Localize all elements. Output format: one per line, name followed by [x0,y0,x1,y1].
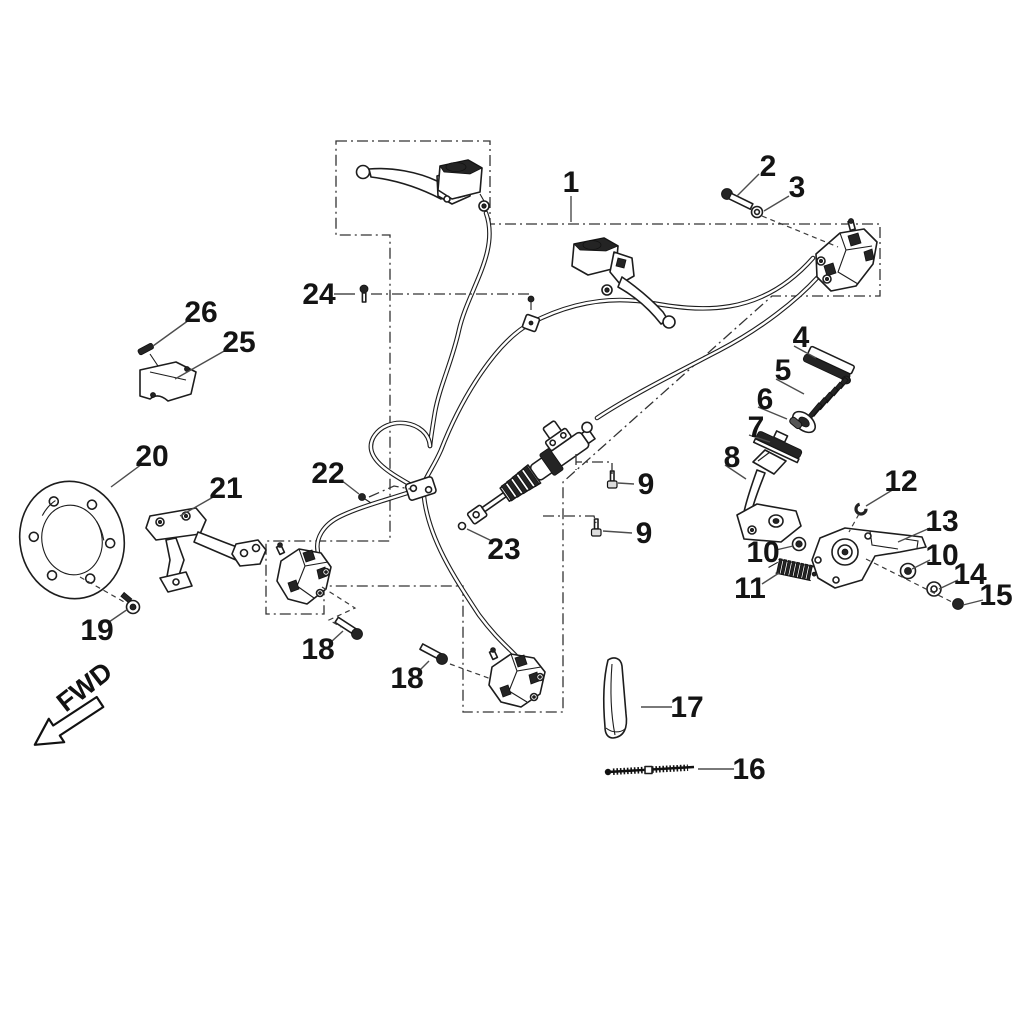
disc-bolt [120,591,141,615]
callout-17: 17 [670,691,703,724]
rear-brake-lever-assembly [571,237,676,329]
grommet [457,521,467,531]
callout-4: 4 [793,321,810,354]
bolt-small [952,598,964,610]
callout-21: 21 [209,472,242,505]
guide-plate-bolt [137,342,154,356]
bleed-screw [358,493,372,504]
callout-3: 3 [789,171,806,204]
banjo-bolt [721,188,754,211]
explode-alignment-lines [79,215,955,680]
callout-16: 16 [732,753,765,786]
callout-9b: 9 [636,517,653,550]
callout-11: 11 [734,572,766,605]
assembly-boundary [265,140,881,713]
front-brake-caliper [815,218,878,292]
leader-lines [108,173,984,770]
threaded-rod [604,764,695,776]
callout-24: 24 [302,278,336,311]
rear-left-brake-caliper [275,542,332,605]
callout-5: 5 [775,354,792,387]
washer [926,581,942,597]
hose-guide-plate [139,353,197,402]
flange-nut [899,562,917,580]
front-brake-lever-assembly [355,159,490,212]
callout-7: 7 [748,411,765,444]
bushing [791,536,807,552]
hose-junction [404,476,437,501]
caliper-bolt [419,643,448,665]
caliper-bracket [145,507,267,593]
callout-26: 26 [184,296,217,329]
callout-1: 1 [563,166,580,199]
callout-9a: 9 [638,468,655,501]
callout-2: 2 [760,150,777,183]
fwd-arrow-icon [33,695,105,746]
retainer-clip [854,502,868,516]
callout-6: 6 [757,383,774,416]
fwd-direction-indicator: FWD [33,656,118,746]
hose-clamp [521,313,541,333]
rear-master-cylinder [466,421,596,525]
callout-8: 8 [724,441,741,474]
pivot-pin [789,416,803,430]
callout-18b: 18 [390,662,423,695]
pedal-cover [602,657,628,739]
callout-12: 12 [884,465,917,498]
callout-19: 19 [80,614,113,647]
callout-14: 14 [953,558,987,591]
callouts: 1 2 3 4 5 6 7 8 9 9 10 11 12 13 10 14 15… [80,150,1012,786]
callout-23: 23 [487,533,520,566]
pedal-mount-bracket [811,527,927,589]
brake-pedal [736,449,802,543]
caliper-bolt [334,616,363,640]
pad-shim-plate [752,430,803,464]
brake-hoses [315,210,821,660]
sealing-washer [750,205,764,219]
boot-bellows [791,375,851,434]
callout-18a: 18 [301,633,334,666]
datum-lines [368,293,613,524]
callout-15: 15 [979,579,1012,612]
clamp-screw [606,470,618,489]
pinch-screw [359,284,369,303]
pinch-screw-small [527,295,535,310]
callout-10a: 10 [746,536,779,569]
callout-10b: 10 [925,539,958,572]
return-spring [768,558,817,582]
callout-20: 20 [135,440,168,473]
brake-disc [18,480,126,600]
rear-right-brake-caliper [488,647,546,708]
clamp-screw [590,518,602,537]
callout-22: 22 [311,457,344,490]
callout-25: 25 [222,326,255,359]
callout-13: 13 [925,505,958,538]
